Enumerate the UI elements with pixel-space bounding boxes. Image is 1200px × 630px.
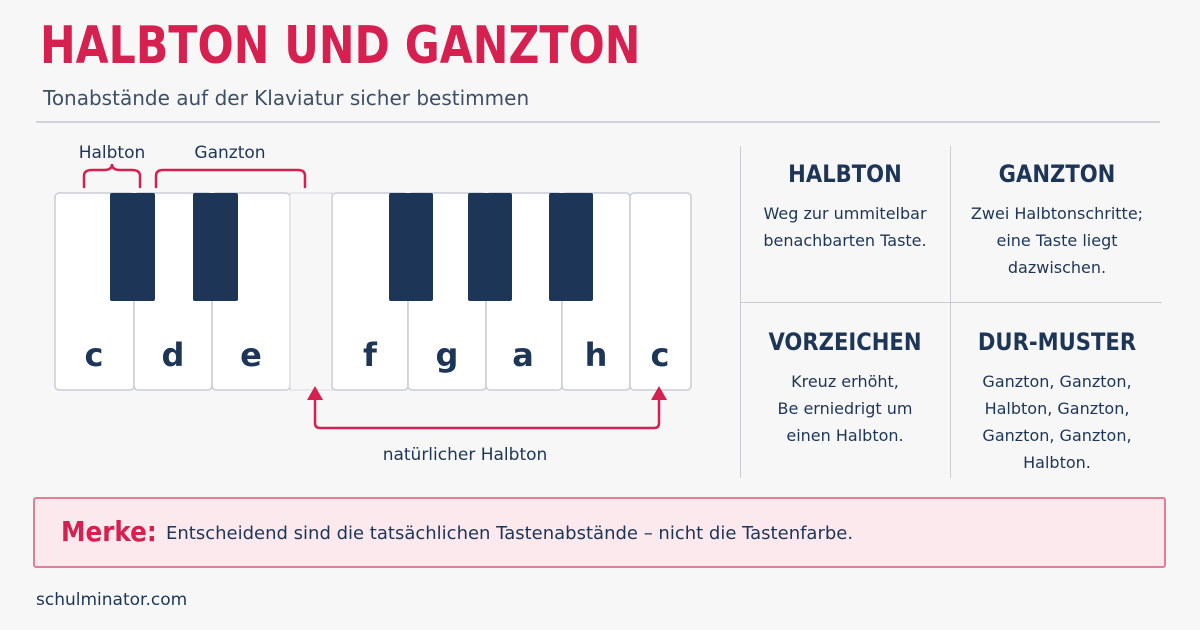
site-url: schulminator.com xyxy=(36,590,188,610)
key-label-h: h xyxy=(585,336,608,374)
key-label-a: a xyxy=(512,336,534,374)
black-key-ais xyxy=(549,193,593,301)
page-subtitle: Tonabstände auf der Klaviatur sicher bes… xyxy=(43,86,530,110)
info-cell-dur-muster: DUR-MUSTER Ganzton, Ganzton, Halbton, Ga… xyxy=(952,328,1162,476)
black-key-dis xyxy=(193,193,238,301)
arrow-head-left xyxy=(307,386,323,400)
key-label-f: f xyxy=(363,336,378,374)
key-label-d: d xyxy=(162,336,185,374)
grid-divider-left xyxy=(740,146,741,478)
halbton-brace xyxy=(82,163,142,189)
info-cell-halbton: HALBTON Weg zur ummitelbar benachbarten … xyxy=(740,160,950,254)
natural-halftone-arrow xyxy=(313,398,661,430)
info-cell-ganzton: GANZTON Zwei Halbtonschritte; eine Taste… xyxy=(952,160,1162,281)
merke-label: Merke: xyxy=(61,515,157,548)
info-cell-vorzeichen: VORZEICHEN Kreuz erhöht, Be erniedrigt u… xyxy=(740,328,950,449)
info-heading-ganzton: GANZTON xyxy=(998,160,1116,188)
ganzton-label: Ganzton xyxy=(194,143,265,163)
arrow-head-right xyxy=(651,386,667,400)
halbton-label: Halbton xyxy=(79,143,146,163)
key-label-c-high: c xyxy=(651,336,670,374)
page-title: HALBTON UND GANZTON xyxy=(40,16,641,76)
grid-divider-horizontal xyxy=(740,302,1162,303)
black-key-gis xyxy=(468,193,512,301)
key-label-e: e xyxy=(240,336,262,374)
info-text-halbton: Weg zur ummitelbar benachbarten Taste. xyxy=(763,204,927,250)
merke-box: Merke: Entscheidend sind die tatsächlich… xyxy=(33,497,1166,568)
ganzton-bracket xyxy=(154,168,307,189)
info-text-vorzeichen: Kreuz erhöht, Be erniedrigt um einen Hal… xyxy=(777,372,913,445)
header-divider xyxy=(36,121,1160,123)
info-text-dur-muster: Ganzton, Ganzton, Halbton, Ganzton, Ganz… xyxy=(982,372,1132,472)
gap-key xyxy=(289,192,333,391)
info-heading-halbton: HALBTON xyxy=(788,160,902,188)
black-key-cis xyxy=(110,193,155,301)
info-heading-vorzeichen: VORZEICHEN xyxy=(768,328,922,356)
info-grid: HALBTON Weg zur ummitelbar benachbarten … xyxy=(740,146,1162,478)
natural-halftone-label: natürlicher Halbton xyxy=(383,445,548,465)
merke-text: Entscheidend sind die tatsächlichen Tast… xyxy=(166,523,854,544)
grid-divider-middle xyxy=(950,146,951,478)
info-text-ganzton: Zwei Halbtonschritte; eine Taste liegt d… xyxy=(970,204,1144,277)
info-heading-dur-muster: DUR-MUSTER xyxy=(977,328,1137,356)
black-key-fis xyxy=(389,193,433,301)
key-label-c: c xyxy=(85,336,104,374)
key-label-g: g xyxy=(436,336,459,374)
piano-diagram: c d e f g a h c Halbton Ganzton natürlic… xyxy=(54,143,692,465)
